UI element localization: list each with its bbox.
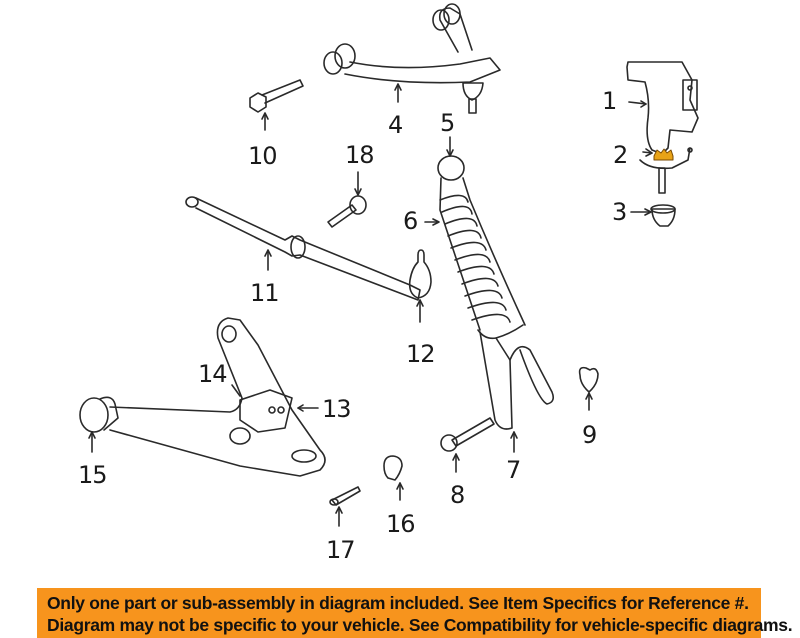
parts-diagram: 1 2 3 4 5 6 7 8 9 10 11 12 13 14 15 16 1… [78, 3, 699, 564]
callout-5: 5 [440, 109, 455, 137]
callout-17: 17 [326, 536, 356, 564]
callout-13: 13 [322, 395, 352, 423]
diagram-drawing [79, 3, 699, 527]
callout-16: 16 [386, 510, 416, 538]
nut-16-drawing [383, 455, 404, 501]
callout-12: 12 [406, 340, 436, 368]
callout-11: 11 [250, 279, 280, 307]
callout-3: 3 [612, 198, 627, 226]
lower-control-arm-drawing [79, 317, 326, 477]
callout-7: 7 [506, 456, 521, 484]
shock-spring-drawing [424, 136, 554, 453]
knuckle-drawing [626, 61, 699, 227]
bolt-8-drawing [440, 417, 495, 473]
callout-9: 9 [582, 421, 597, 449]
bolt-17-drawing [329, 486, 361, 527]
callout-2: 2 [613, 141, 628, 169]
highlighted-part-2 [653, 148, 674, 161]
bolt-10-drawing [249, 79, 304, 131]
disclaimer-line-1: Only one part or sub-assembly in diagram… [47, 593, 749, 613]
tie-rod-drawing [185, 196, 432, 323]
disclaimer-line-2: Diagram may not be specific to your vehi… [47, 615, 793, 635]
callout-1: 1 [602, 87, 617, 115]
callout-18: 18 [345, 141, 375, 169]
callout-10: 10 [248, 142, 278, 170]
upper-control-arm-drawing [323, 3, 501, 114]
callout-15: 15 [78, 461, 108, 489]
callout-4: 4 [388, 111, 403, 139]
nut-9-drawing [578, 366, 599, 411]
callout-14: 14 [198, 360, 228, 388]
callout-8: 8 [450, 481, 465, 509]
callout-6: 6 [403, 207, 418, 235]
bolt-18-drawing [327, 171, 367, 228]
disclaimer-banner: Only one part or sub-assembly in diagram… [37, 588, 793, 638]
